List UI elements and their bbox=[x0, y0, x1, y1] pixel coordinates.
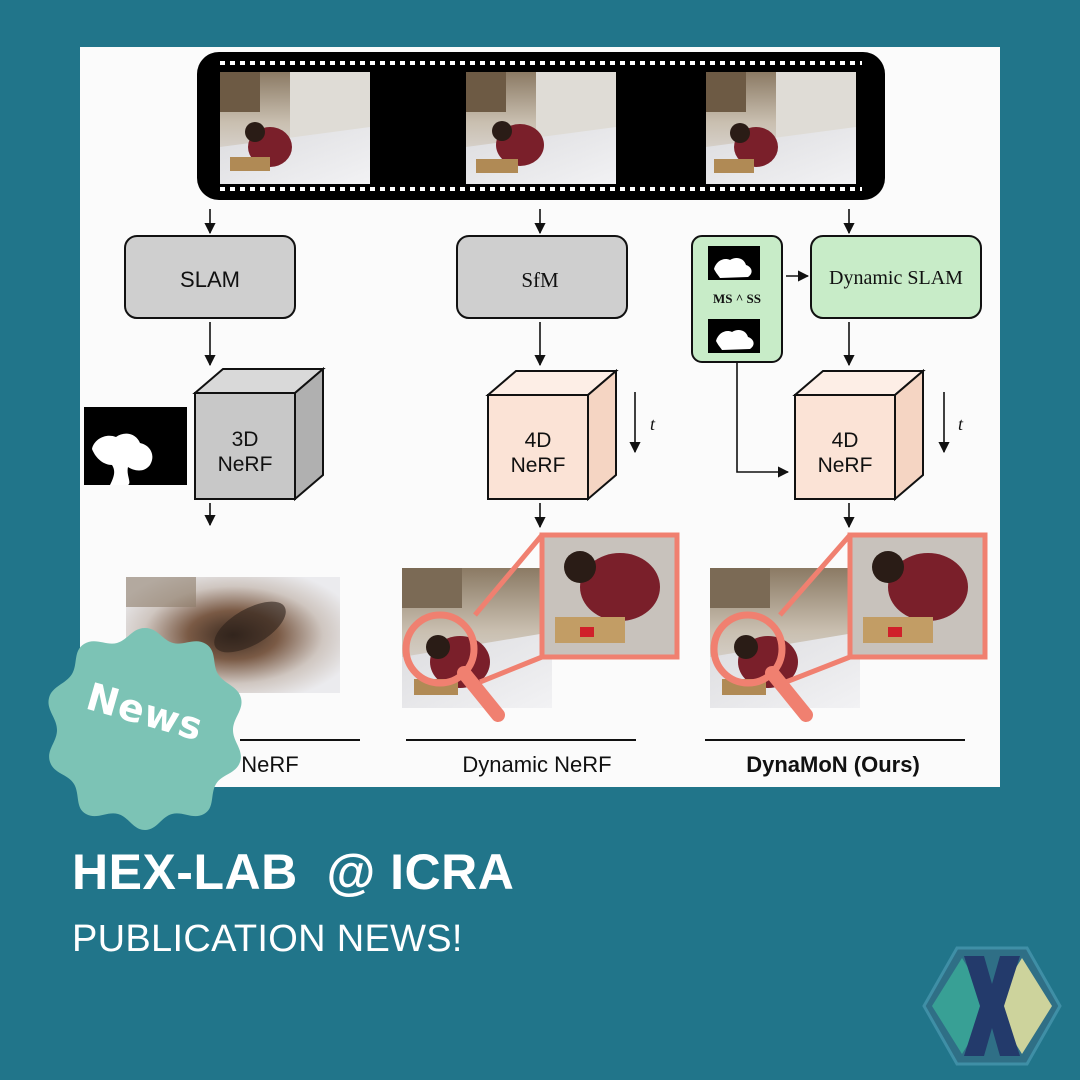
time-axis-label-ours: t bbox=[958, 414, 964, 434]
motion-mask-box: MS ^ SS bbox=[691, 235, 783, 363]
dynamic-slam-step-label: Dynamic SLAM bbox=[829, 267, 963, 289]
video-frame bbox=[220, 72, 370, 184]
4d-nerf-cube: 4D NeRF bbox=[485, 368, 619, 502]
zoom-inset bbox=[473, 532, 680, 685]
4d-nerf-ours-label-line1: 4D bbox=[832, 429, 859, 452]
time-axis-label: t bbox=[650, 414, 656, 434]
magnifier-icon bbox=[402, 611, 505, 722]
3d-nerf-cube: 3D NeRF bbox=[192, 366, 326, 502]
slam-step-box: SLAM bbox=[124, 235, 296, 319]
hex-lab-x-logo-icon bbox=[922, 946, 1062, 1066]
dynamic-nerf-caption: Dynamic NeRF bbox=[462, 752, 611, 777]
mask-combination-label: MS ^ SS bbox=[713, 291, 761, 306]
4d-nerf-cube-ours: 4D NeRF bbox=[792, 368, 926, 502]
3d-nerf-label-line2: NeRF bbox=[218, 453, 273, 476]
sfm-step-label: SfM bbox=[521, 268, 559, 292]
sfm-step-box: SfM bbox=[456, 235, 628, 319]
dynamic-slam-step-box: Dynamic SLAM bbox=[810, 235, 982, 319]
3d-nerf-label-line1: 3D bbox=[232, 428, 259, 451]
4d-nerf-label-line2: NeRF bbox=[511, 454, 566, 477]
magnifier-icon bbox=[710, 611, 813, 722]
slam-step-label: SLAM bbox=[180, 267, 240, 292]
4d-nerf-label-line1: 4D bbox=[525, 429, 552, 452]
static-mask-image bbox=[84, 407, 187, 485]
post-subheadline: PUBLICATION NEWS! bbox=[72, 918, 463, 960]
video-frame bbox=[706, 72, 856, 184]
method-diagram: SLAM 3D NeRF bbox=[84, 52, 988, 777]
figure-card: SLAM 3D NeRF bbox=[80, 47, 1000, 787]
news-badge-shape bbox=[48, 628, 242, 830]
nerf-caption: NeRF bbox=[241, 752, 298, 777]
post-headline: HEX-LAB @ ICRA bbox=[72, 844, 515, 900]
dynamon-caption: DynaMoN (Ours) bbox=[746, 752, 920, 777]
nerf-render-result bbox=[126, 577, 340, 693]
zoom-inset-ours bbox=[778, 532, 988, 685]
4d-nerf-ours-label-line2: NeRF bbox=[818, 454, 873, 477]
input-video-film-strip bbox=[197, 52, 885, 200]
video-frame bbox=[466, 72, 616, 184]
